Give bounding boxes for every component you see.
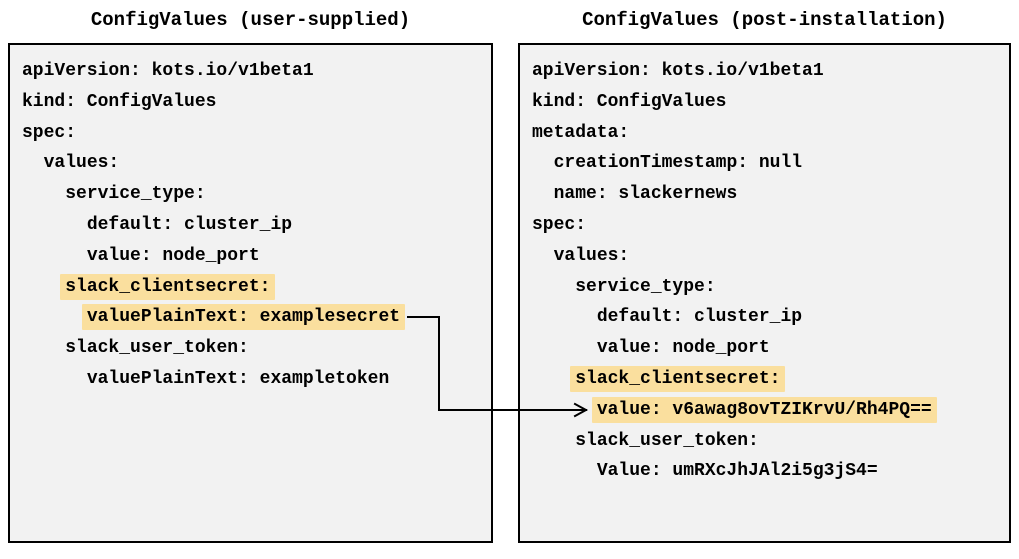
yaml-line: spec:	[532, 214, 587, 235]
right-box-title: ConfigValues (post-installation)	[582, 9, 947, 31]
yaml-line: values:	[553, 245, 630, 266]
yaml-line: values:	[43, 153, 120, 174]
yaml-line: value: node_port	[596, 338, 770, 359]
post-installation-config-box: apiVersion: kots.io/v1beta1 kind: Config…	[518, 43, 1011, 543]
yaml-line: service_type:	[65, 184, 206, 205]
yaml-line: spec:	[22, 122, 77, 143]
yaml-line: apiVersion: kots.io/v1beta1	[532, 61, 824, 81]
yaml-line: creationTimestamp: null	[553, 153, 803, 174]
yaml-line: service_type:	[575, 276, 716, 297]
user-supplied-config-box: apiVersion: kots.io/v1beta1 kind: Config…	[8, 43, 493, 543]
yaml-line: kind: ConfigValues	[22, 91, 217, 112]
yaml-line: default: cluster_ip	[86, 214, 293, 235]
yaml-line: name: slackernews	[553, 184, 738, 205]
yaml-line: default: cluster_ip	[596, 307, 803, 328]
yaml-line: slack_user_token:	[65, 338, 249, 359]
yaml-line-encrypted-secret-highlight: value: v6awag8ovTZIKrvU/Rh4PQ==	[532, 395, 1009, 426]
yaml-line: Value: umRXcJhJAl2i5g3jS4=	[596, 461, 878, 482]
yaml-line: valuePlainText: exampletoken	[86, 368, 390, 389]
yaml-line-clientsecret-key-highlight: slack_clientsecret:	[532, 364, 1009, 395]
yaml-line-plaintext-secret-highlight: valuePlainText: examplesecret	[22, 302, 491, 333]
yaml-line: kind: ConfigValues	[532, 91, 727, 112]
yaml-line: slack_user_token:	[575, 430, 759, 451]
yaml-line: value: node_port	[86, 245, 260, 266]
yaml-line-clientsecret-key-highlight: slack_clientsecret:	[22, 272, 491, 303]
yaml-line: apiVersion: kots.io/v1beta1	[22, 61, 314, 81]
left-box-title: ConfigValues (user-supplied)	[90, 9, 411, 31]
yaml-line: metadata:	[532, 122, 630, 143]
